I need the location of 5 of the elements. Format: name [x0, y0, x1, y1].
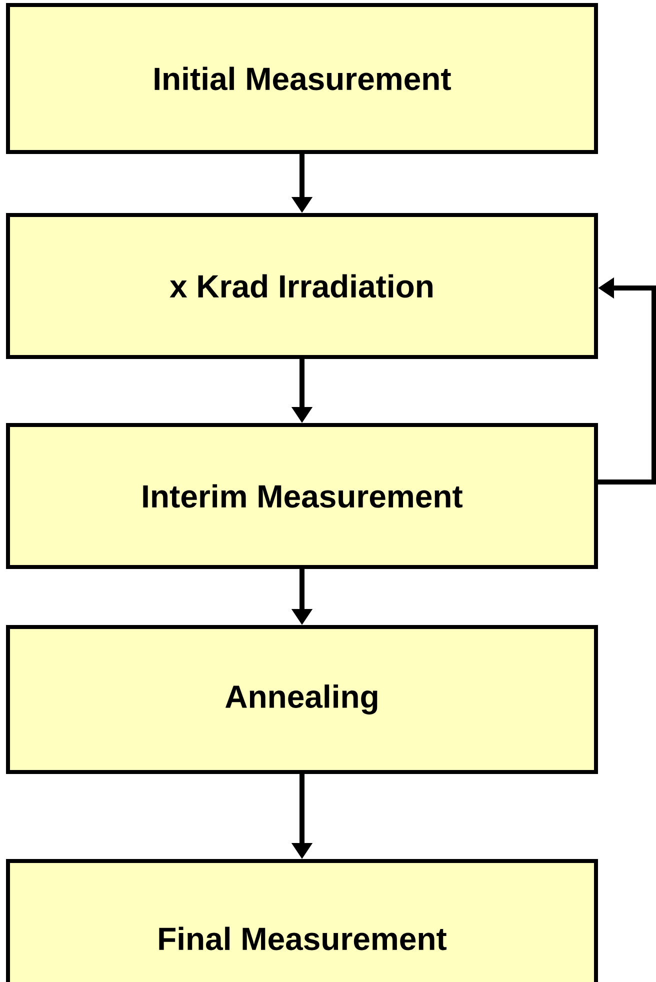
process-box: Initial Measurement	[6, 3, 598, 154]
process-box: Annealing	[6, 625, 598, 774]
process-box: Interim Measurement	[6, 423, 598, 569]
process-box: Final Measurement	[6, 859, 598, 982]
process-box: x Krad Irradiation	[6, 213, 598, 359]
